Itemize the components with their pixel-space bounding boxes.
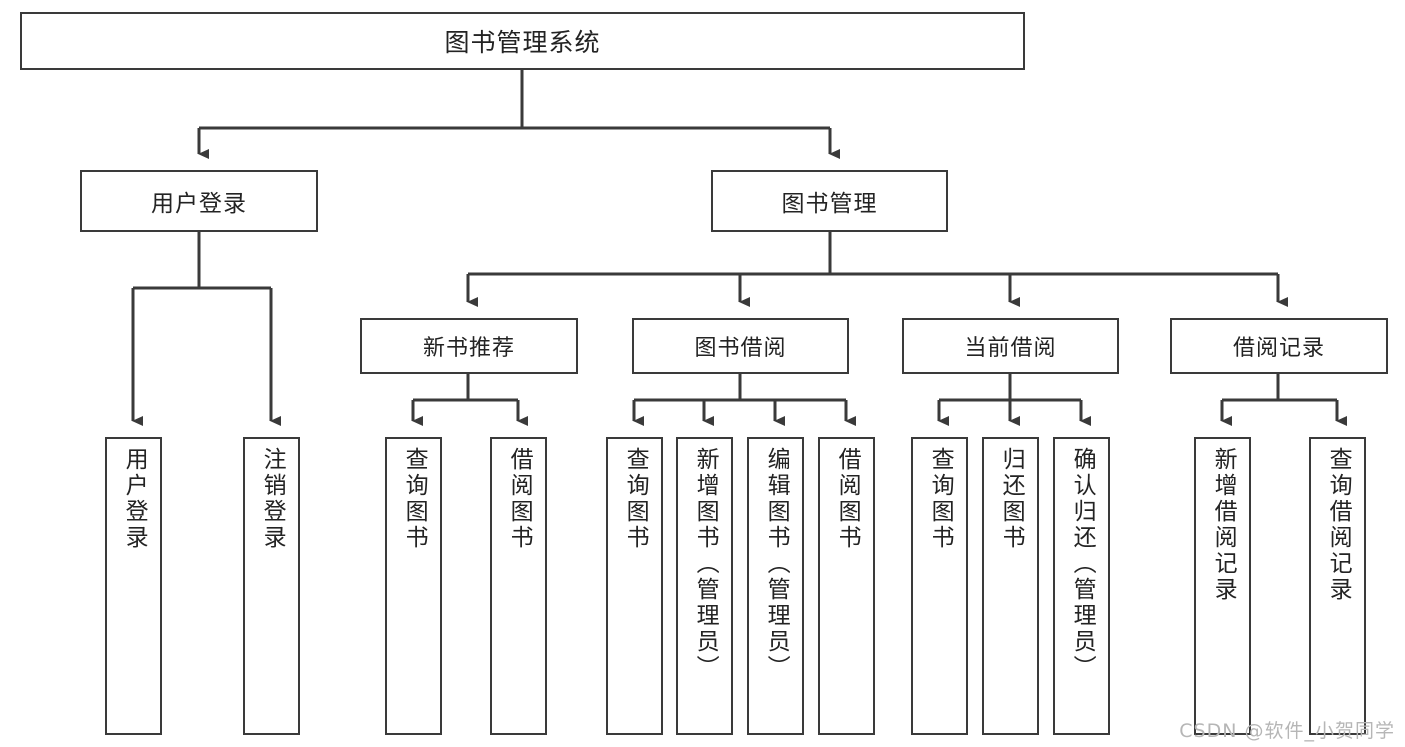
node-label: 查询借阅记录 [1325, 447, 1352, 603]
node-root-system[interactable]: 图书管理系统 [20, 12, 1025, 70]
node-book-management[interactable]: 图书管理 [711, 170, 948, 232]
node-borrow-record[interactable]: 借阅记录 [1170, 318, 1388, 374]
node-label: 注销登录 [259, 447, 286, 551]
node-current-borrow[interactable]: 当前借阅 [902, 318, 1119, 374]
node-user-login[interactable]: 用户登录 [80, 170, 318, 232]
node-label: 用户登录 [151, 191, 247, 217]
node-label: 借阅图书 [834, 447, 861, 551]
leaf-borrow-borrow-book[interactable]: 借阅图书 [818, 437, 875, 735]
node-label: 新增借阅记录 [1210, 447, 1237, 603]
leaf-logout[interactable]: 注销登录 [243, 437, 300, 735]
node-book-borrow[interactable]: 图书借阅 [632, 318, 849, 374]
node-label: 当前借阅 [964, 336, 1057, 361]
node-label: 用户登录 [121, 447, 148, 551]
leaf-current-return-book[interactable]: 归还图书 [982, 437, 1039, 735]
node-label: 查询图书 [401, 447, 428, 551]
node-label: 图书借阅 [694, 336, 787, 361]
leaf-borrow-add-book-admin[interactable]: 新增图书（管理员） [676, 437, 733, 735]
node-label: 归还图书 [998, 447, 1025, 551]
leaf-user-login[interactable]: 用户登录 [105, 437, 162, 735]
node-label: 借阅图书 [506, 447, 533, 551]
node-label: 确认归还（管理员） [1069, 447, 1096, 681]
node-label: 借阅记录 [1232, 336, 1325, 361]
node-label: 新增图书（管理员） [692, 447, 719, 681]
leaf-newbook-borrow-book[interactable]: 借阅图书 [490, 437, 547, 735]
leaf-newbook-query-book[interactable]: 查询图书 [385, 437, 442, 735]
leaf-borrow-query-book[interactable]: 查询图书 [606, 437, 663, 735]
node-label: 图书管理系统 [444, 28, 601, 57]
node-label: 查询图书 [622, 447, 649, 551]
node-label: 编辑图书（管理员） [763, 447, 790, 681]
leaf-record-add-record[interactable]: 新增借阅记录 [1194, 437, 1251, 735]
node-label: 图书管理 [781, 191, 878, 217]
leaf-record-query-record[interactable]: 查询借阅记录 [1309, 437, 1366, 735]
leaf-borrow-edit-book-admin[interactable]: 编辑图书（管理员） [747, 437, 804, 735]
leaf-current-query-book[interactable]: 查询图书 [911, 437, 968, 735]
leaf-current-confirm-return-admin[interactable]: 确认归还（管理员） [1053, 437, 1110, 735]
node-new-book-recommend[interactable]: 新书推荐 [360, 318, 578, 374]
node-label: 新书推荐 [422, 336, 515, 361]
node-label: 查询图书 [927, 447, 954, 551]
